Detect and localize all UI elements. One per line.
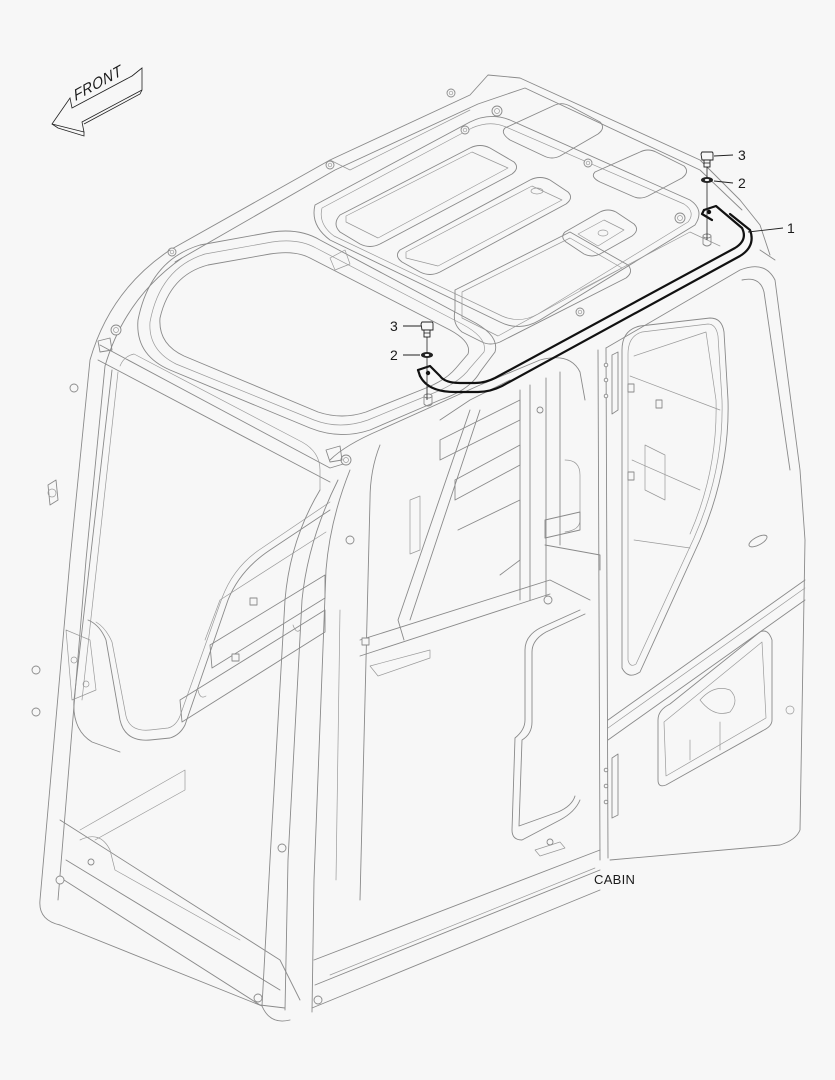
cabin-door-pillar [261, 357, 586, 1022]
callout-3-left-bolt: 3 [390, 318, 398, 334]
washer-icon [421, 352, 433, 358]
bolt-icon [700, 151, 714, 168]
cabin-front-frame [31, 249, 352, 1009]
fasteners [420, 151, 714, 400]
cabin-roof [167, 74, 771, 345]
callout-3-right-bolt: 3 [738, 147, 746, 163]
handrail-bar-part-1 [416, 204, 753, 407]
callout-2-right-washer: 2 [738, 175, 746, 191]
washer-icon [701, 177, 713, 183]
cabin-interior-frame [311, 371, 601, 1009]
bolt-icon [420, 321, 434, 338]
callout-leaders [403, 154, 784, 356]
diagram-caption: CABIN [594, 872, 636, 887]
callout-2-left-washer: 2 [390, 347, 398, 363]
callout-1-handrail: 1 [787, 220, 795, 236]
front-direction-arrow-icon [51, 67, 143, 137]
cabin-side-door [597, 249, 806, 861]
cabin-skylight [137, 230, 497, 435]
